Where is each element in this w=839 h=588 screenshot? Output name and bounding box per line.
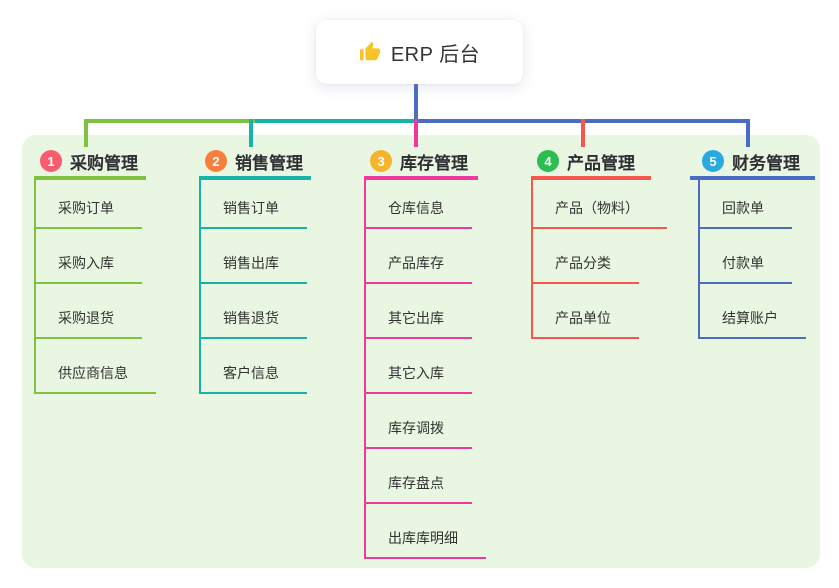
root-stem-line	[414, 84, 418, 121]
branch-badge: 1	[40, 150, 62, 172]
thumbs-up-icon	[359, 41, 381, 63]
branch-badge: 2	[205, 150, 227, 172]
branch-badge: 3	[370, 150, 392, 172]
child-node[interactable]: 产品单位	[531, 308, 639, 339]
child-node[interactable]: 采购入库	[34, 253, 142, 284]
child-node[interactable]: 产品库存	[364, 253, 472, 284]
children-connector-line	[698, 180, 700, 339]
child-node[interactable]: 结算账户	[698, 308, 806, 339]
child-node[interactable]: 供应商信息	[34, 363, 156, 394]
branches-panel	[22, 135, 820, 568]
branch-title-underline	[690, 176, 815, 180]
child-node[interactable]: 销售退货	[199, 308, 307, 339]
children-connector-line	[34, 180, 36, 394]
branch-node-1[interactable]: 1 采购管理	[40, 148, 138, 174]
branch-drop-line	[581, 119, 585, 147]
root-title: ERP 后台	[390, 43, 481, 66]
child-node[interactable]: 出库库明细	[364, 528, 486, 559]
child-node[interactable]: 其它入库	[364, 363, 472, 394]
branch-title-label: 财务管理	[732, 153, 800, 173]
branch-title-underline	[34, 176, 146, 180]
branch-drop-line	[249, 119, 253, 147]
child-node[interactable]: 客户信息	[199, 363, 307, 394]
child-node[interactable]: 采购订单	[34, 198, 142, 229]
branch-title-label: 产品管理	[567, 153, 635, 173]
branch-title-underline	[364, 176, 478, 180]
branch-node-3[interactable]: 3 库存管理	[370, 148, 468, 174]
branch-title-label: 采购管理	[70, 153, 138, 173]
child-node[interactable]: 库存盘点	[364, 473, 472, 504]
child-node[interactable]: 回款单	[698, 198, 792, 229]
child-node[interactable]: 销售订单	[199, 198, 307, 229]
children-connector-line	[364, 180, 366, 559]
child-node[interactable]: 库存调拨	[364, 418, 472, 449]
branch-drop-line	[746, 119, 750, 147]
branch-node-4[interactable]: 4 产品管理	[537, 148, 635, 174]
bus-segment-2	[255, 119, 416, 123]
branch-title-label: 销售管理	[235, 153, 303, 173]
branch-title-underline	[199, 176, 311, 180]
children-connector-line	[199, 180, 201, 394]
bus-segment-1	[84, 119, 255, 123]
children-connector-line	[531, 180, 533, 339]
branch-title-label: 库存管理	[400, 153, 468, 173]
branch-node-5[interactable]: 5 财务管理	[702, 148, 800, 174]
child-node[interactable]: 仓库信息	[364, 198, 472, 229]
child-node[interactable]: 产品分类	[531, 253, 639, 284]
branch-node-2[interactable]: 2 销售管理	[205, 148, 303, 174]
branch-drop-line	[84, 119, 88, 147]
branch-title-underline	[531, 176, 651, 180]
branch-badge: 5	[702, 150, 724, 172]
branch-drop-line	[414, 119, 418, 147]
child-node[interactable]: 采购退货	[34, 308, 142, 339]
child-node[interactable]: 产品（物料）	[531, 198, 667, 229]
child-node[interactable]: 其它出库	[364, 308, 472, 339]
child-node[interactable]: 付款单	[698, 253, 792, 284]
root-node[interactable]: ERP 后台	[316, 20, 523, 84]
branch-badge: 4	[537, 150, 559, 172]
child-node[interactable]: 销售出库	[199, 253, 307, 284]
